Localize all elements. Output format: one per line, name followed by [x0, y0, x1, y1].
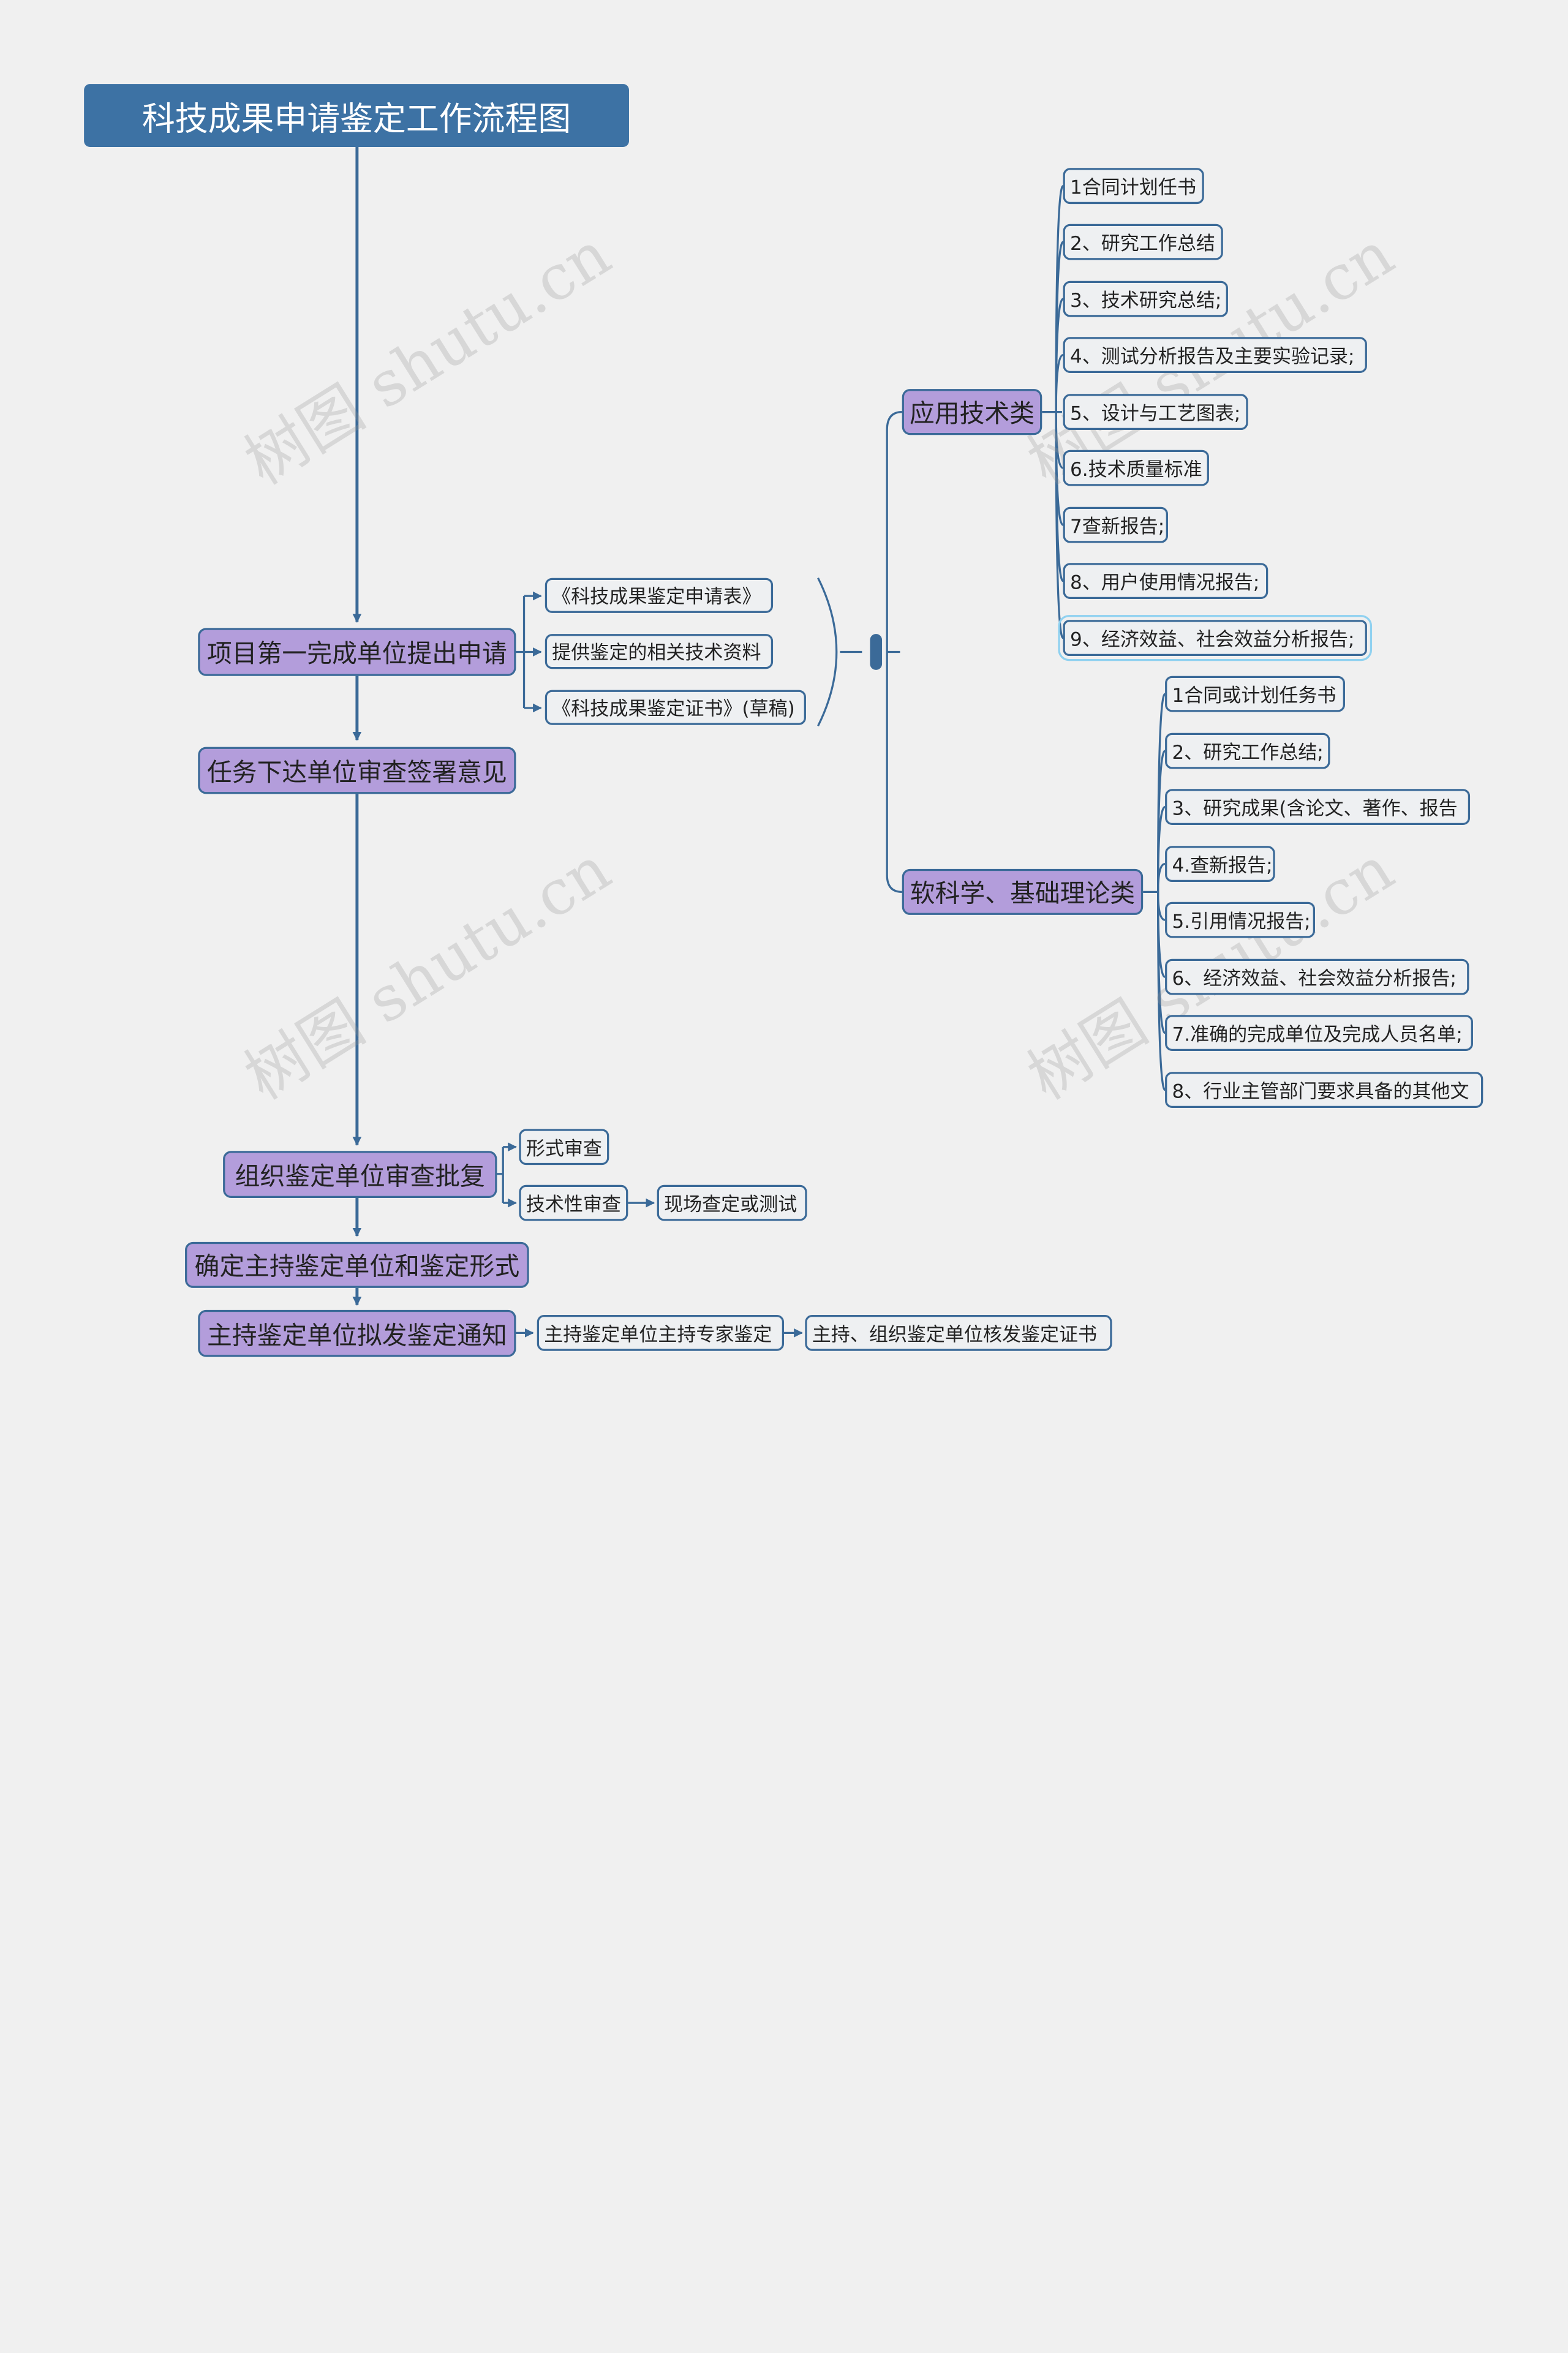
applied-item[interactable]: 1合同计划任书 — [1063, 168, 1204, 205]
applied-item[interactable]: 3、技术研究总结; — [1063, 280, 1228, 317]
step-task-unit-review[interactable]: 任务下达单位审查签署意见 — [198, 747, 516, 794]
apply-item[interactable]: 《科技成果鉴定证书》(草稿) — [545, 690, 806, 725]
soft-item[interactable]: 4.查新报告; — [1165, 846, 1275, 883]
step-submit-application[interactable]: 项目第一完成单位提出申请 — [198, 628, 516, 676]
applied-item[interactable]: 6.技术质量标准 — [1063, 450, 1209, 486]
group-bracket — [817, 577, 838, 727]
applied-item[interactable]: 5、设计与工艺图表; — [1063, 394, 1248, 431]
step-issue-notice[interactable]: 主持鉴定单位拟发鉴定通知 — [198, 1309, 516, 1357]
notice-host-expert[interactable]: 主持鉴定单位主持专家鉴定 — [537, 1315, 785, 1351]
applied-item[interactable]: 4、测试分析报告及主要实验记录; — [1063, 337, 1367, 373]
category-applied-tech[interactable]: 应用技术类 — [902, 389, 1042, 435]
soft-item[interactable]: 1合同或计划任务书 — [1165, 676, 1345, 712]
bracket-collapse-handle[interactable] — [870, 634, 883, 670]
applied-item[interactable]: 7查新报告; — [1063, 506, 1168, 543]
review-technical[interactable]: 技术性审查 — [519, 1184, 628, 1221]
connector — [1157, 863, 1166, 892]
connector-lines — [352, 147, 1166, 1338]
applied-item-selected[interactable]: 9、经济效益、社会效益分析报告; — [1058, 615, 1373, 661]
soft-item[interactable]: 6、经济效益、社会效益分析报告; — [1165, 958, 1469, 995]
apply-item[interactable]: 提供鉴定的相关技术资料 — [545, 634, 774, 669]
review-onsite-test[interactable]: 现场查定或测试 — [657, 1184, 807, 1221]
soft-item[interactable]: 8、行业主管部门要求具备的其他文 — [1165, 1072, 1483, 1109]
connector — [886, 652, 902, 894]
connector — [886, 411, 902, 652]
connector — [1157, 805, 1166, 892]
soft-item[interactable]: 7.准确的完成单位及完成人员名单; — [1165, 1015, 1473, 1051]
soft-item[interactable]: 3、研究成果(含论文、著作、报告 — [1165, 789, 1471, 825]
connector — [1055, 353, 1064, 412]
connector — [1055, 412, 1065, 639]
category-soft-science[interactable]: 软科学、基础理论类 — [902, 868, 1144, 915]
soft-item[interactable]: 2、研究工作总结; — [1165, 732, 1330, 769]
connector — [1157, 892, 1166, 1091]
review-formal[interactable]: 形式审查 — [519, 1129, 609, 1165]
applied-item[interactable]: 2、研究工作总结 — [1063, 224, 1223, 260]
applied-item[interactable]: 8、用户使用情况报告; — [1063, 563, 1268, 599]
step-determine-host-unit[interactable]: 确定主持鉴定单位和鉴定形式 — [185, 1241, 529, 1288]
step-organize-review-approve[interactable]: 组织鉴定单位审查批复 — [223, 1151, 497, 1198]
notice-issue-certificate[interactable]: 主持、组织鉴定单位核发鉴定证书 — [805, 1315, 1112, 1351]
diagram-title[interactable]: 科技成果申请鉴定工作流程图 — [84, 84, 629, 148]
apply-item[interactable]: 《科技成果鉴定申请表》 — [545, 578, 774, 613]
soft-item[interactable]: 5.引用情况报告; — [1165, 902, 1316, 938]
